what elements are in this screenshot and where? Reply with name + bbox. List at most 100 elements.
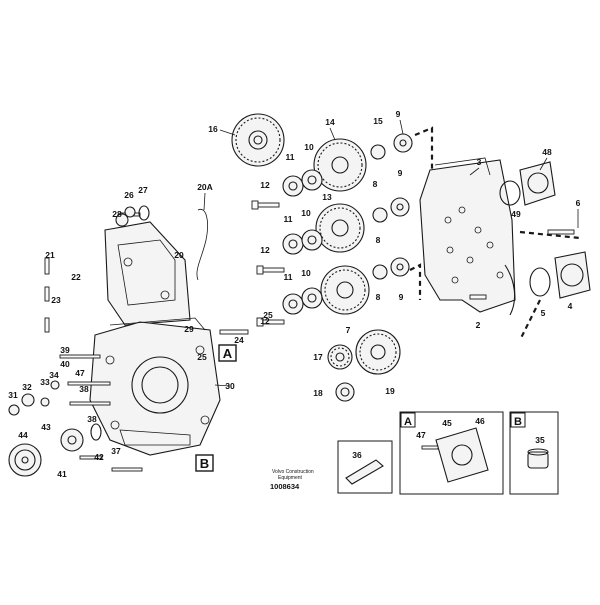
svg-text:23: 23 bbox=[51, 295, 61, 305]
gasket-20a bbox=[196, 208, 208, 281]
detail-marker-a: A bbox=[218, 344, 237, 362]
svg-text:34: 34 bbox=[49, 370, 59, 380]
svg-text:Volvo Construction: Volvo Construction bbox=[272, 469, 314, 475]
svg-text:10: 10 bbox=[304, 142, 314, 152]
leader-lines bbox=[203, 119, 579, 387]
pump-housing-4 bbox=[554, 251, 591, 299]
bolt-2 bbox=[469, 294, 487, 300]
svg-text:9: 9 bbox=[396, 109, 401, 119]
gear-17 bbox=[327, 344, 353, 370]
svg-text:11: 11 bbox=[284, 214, 293, 224]
bolt-6 bbox=[547, 229, 575, 235]
svg-text:48: 48 bbox=[542, 147, 552, 157]
svg-text:4: 4 bbox=[568, 301, 573, 311]
svg-text:11: 11 bbox=[284, 272, 293, 282]
assembly-lines bbox=[151, 126, 581, 341]
svg-text:8: 8 bbox=[376, 235, 381, 245]
svg-text:32: 32 bbox=[22, 382, 32, 392]
svg-text:25: 25 bbox=[263, 310, 273, 320]
svg-text:21: 21 bbox=[45, 250, 55, 260]
svg-text:10: 10 bbox=[301, 268, 311, 278]
svg-text:7: 7 bbox=[346, 325, 351, 335]
inset-detail-b: B 35 bbox=[509, 411, 559, 495]
svg-text:18: 18 bbox=[313, 388, 323, 398]
publisher-credit: Volvo Construction Equipment bbox=[272, 469, 314, 481]
svg-text:10: 10 bbox=[301, 208, 311, 218]
svg-text:8: 8 bbox=[373, 179, 378, 189]
svg-text:24: 24 bbox=[234, 335, 244, 345]
gasket-25 bbox=[109, 317, 206, 331]
svg-text:14: 14 bbox=[325, 117, 335, 127]
svg-text:40: 40 bbox=[60, 359, 70, 369]
svg-text:13: 13 bbox=[322, 192, 332, 202]
svg-text:20A: 20A bbox=[197, 182, 213, 192]
svg-text:11: 11 bbox=[286, 152, 295, 162]
detail-marker-b: B bbox=[195, 454, 214, 472]
svg-text:47: 47 bbox=[416, 430, 426, 440]
svg-text:45: 45 bbox=[442, 418, 452, 428]
svg-text:9: 9 bbox=[398, 168, 403, 178]
pulley-44 bbox=[8, 443, 42, 477]
svg-text:37: 37 bbox=[111, 446, 121, 456]
svg-text:2: 2 bbox=[476, 320, 481, 330]
inset-36: 36 bbox=[337, 440, 393, 494]
svg-text:42: 42 bbox=[94, 452, 104, 462]
svg-text:12: 12 bbox=[260, 180, 270, 190]
hub-43 bbox=[60, 428, 84, 452]
gear-housing-plate bbox=[419, 157, 516, 316]
gear-13 bbox=[315, 203, 365, 253]
svg-text:B: B bbox=[200, 456, 209, 471]
o-ring-42 bbox=[90, 423, 102, 441]
svg-text:28: 28 bbox=[112, 209, 122, 219]
svg-text:41: 41 bbox=[57, 469, 67, 479]
svg-text:5: 5 bbox=[541, 308, 546, 318]
svg-text:A: A bbox=[404, 416, 412, 428]
svg-text:31: 31 bbox=[8, 390, 18, 400]
svg-text:20: 20 bbox=[174, 250, 184, 260]
svg-text:25: 25 bbox=[197, 352, 207, 362]
svg-text:15: 15 bbox=[373, 116, 383, 126]
inset-detail-a: A 45 46 47 bbox=[399, 411, 504, 495]
svg-text:B: B bbox=[514, 416, 522, 428]
o-ring-5 bbox=[529, 267, 551, 297]
svg-text:16: 16 bbox=[208, 124, 218, 134]
gear-16 bbox=[231, 113, 285, 167]
o-ring-49 bbox=[499, 180, 521, 206]
gear-19 bbox=[355, 329, 401, 375]
svg-text:22: 22 bbox=[71, 272, 81, 282]
svg-text:Equipment: Equipment bbox=[278, 475, 303, 481]
svg-text:29: 29 bbox=[184, 324, 194, 334]
bolts-12 bbox=[251, 200, 285, 327]
gear-7 bbox=[320, 265, 370, 315]
svg-text:12: 12 bbox=[260, 316, 270, 326]
svg-text:17: 17 bbox=[313, 352, 323, 362]
front-cover-20 bbox=[104, 221, 191, 326]
seal-32 bbox=[21, 393, 35, 407]
document-number: 1008634 bbox=[270, 482, 300, 491]
gear-18 bbox=[335, 382, 355, 402]
svg-text:19: 19 bbox=[385, 386, 395, 396]
svg-text:9: 9 bbox=[399, 292, 404, 302]
svg-text:46: 46 bbox=[475, 416, 485, 426]
svg-text:38: 38 bbox=[79, 384, 89, 394]
cover-48 bbox=[519, 161, 556, 206]
plug-31 bbox=[8, 404, 20, 416]
svg-text:36: 36 bbox=[352, 450, 362, 460]
thrust-plates bbox=[282, 169, 323, 315]
svg-text:47: 47 bbox=[75, 368, 85, 378]
washer-33 bbox=[40, 397, 50, 407]
svg-text:8: 8 bbox=[376, 292, 381, 302]
gear-14 bbox=[313, 138, 367, 192]
svg-text:27: 27 bbox=[138, 185, 148, 195]
svg-text:35: 35 bbox=[535, 435, 545, 445]
svg-text:30: 30 bbox=[225, 381, 235, 391]
nut-34 bbox=[50, 380, 60, 390]
callout-labels: 16 14 15 9 11 10 12 11 10 13 8 9 12 11 1… bbox=[8, 109, 580, 479]
svg-text:43: 43 bbox=[41, 422, 51, 432]
svg-text:12: 12 bbox=[260, 245, 270, 255]
small-parts-26-28 bbox=[115, 205, 150, 227]
svg-text:39: 39 bbox=[60, 345, 70, 355]
svg-text:6: 6 bbox=[576, 198, 581, 208]
svg-text:A: A bbox=[223, 346, 233, 361]
